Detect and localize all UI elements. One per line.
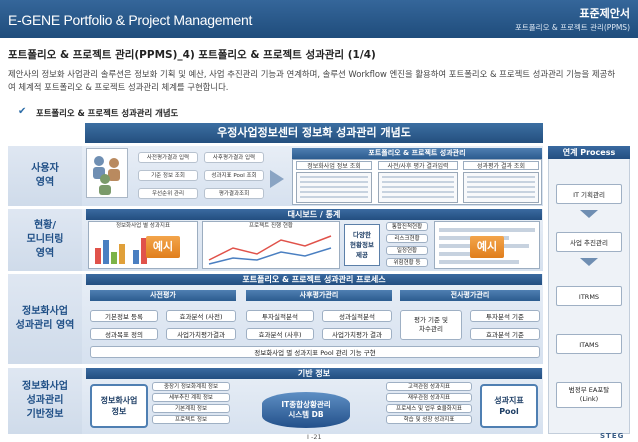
linked-itams: ITAMS [556,334,622,354]
status-list-item: 일정현황 [386,246,428,255]
kpi-pool-box: 성과지표 Pool [480,384,538,428]
process-item: 사업가치평가결과 [166,328,236,340]
row-label-user: 사용자 영역 [8,146,82,206]
base-list-item: 프로젝트 정보 [152,415,230,424]
bar-chart-thumbnail [95,238,147,264]
base-list-item: 기본계획 정보 [152,404,230,413]
screen-thumb-2 [378,172,458,203]
doc-subtitle: 포트폴리오 & 프로젝트 관리(PPMS) [514,23,630,32]
base-list-item: 프로세스 및 업무 효율화지표 [386,404,472,413]
example-badge-1: 예시 [146,236,180,258]
portal-title: 포트폴리오 & 프로젝트 성과관리 [292,148,542,159]
process-item: 투자실적분석 [246,310,314,322]
process-item: 효과분석 (사후) [246,328,314,340]
dashboard-title: 대시보드 / 통계 [86,209,542,220]
base-info-title: 기반 정보 [86,368,542,379]
btn-kpi-pool-query[interactable]: 성과지표 Pool 조회 [204,170,264,181]
people-icon [93,156,120,195]
status-list-item: 위험현황 등 [386,258,428,267]
base-list-item: 중장기 정보화계획 정보 [152,382,230,391]
screen-thumb-1 [296,172,372,203]
phase-pre-eval: 사전평가 [90,290,236,301]
progress-panel: 프로젝트 진행 현황 [202,221,340,269]
kpi-panel-label: 정보화사업 별 성과지표 [115,223,171,229]
btn-post-eval-input[interactable]: 사후평가결과 입력 [204,152,264,163]
header-title: E-GENE Portfolio & Project Management [8,12,253,28]
base-list-item: 고객관점 성과지표 [386,382,472,391]
header-bar [0,0,638,38]
process-item: 투자분석 기준 [470,310,540,322]
screen-thumb-3 [463,172,539,203]
process-item: 효과분석 (사전) [166,310,236,322]
linked-it-planning: IT 기획관리 [556,184,622,204]
company-logo: STEG [600,432,625,440]
kpi-pool-function: 정보화사업 별 성과지표 Pool 관리 기능 구현 [90,346,540,358]
process-item: 성과목표 정의 [90,328,158,340]
status-list-item: 리스크현황 [386,234,428,243]
process-item: 효과분석 기준 [470,328,540,340]
base-list-item: 재무관점 성과지표 [386,393,472,402]
line-chart-thumbnail [208,235,332,265]
btn-pre-eval-input[interactable]: 사전평가결과 입력 [138,152,198,163]
project-info-box: 정보화사업 정보 [90,384,148,428]
kpi-panel: 정보화사업 별 성과지표 [88,221,198,269]
description: 제안사의 정보화 사업관리 솔루션은 정보화 기획 및 예산, 사업 추진관리 … [8,69,616,92]
doc-type: 표준제안서 [579,7,630,20]
process-title: 포트폴리오 & 프로젝트 성과관리 프로세스 [86,274,542,285]
row-label-status: 현황/ 모니터링 영역 [8,209,82,271]
status-list-item: 통합진척현황 [386,222,428,231]
progress-panel-label: 프로젝트 진행 현황 [249,223,293,229]
process-item: 사업가치평가 결과 [322,328,392,340]
linked-process-title: 연계 Process [548,146,630,159]
base-list-item: 세부추진 계획 정보 [152,393,230,402]
process-item: 성과실적분석 [322,310,392,322]
status-info-box: 다양한 현황정보 제공 [344,224,380,266]
tab-project-info[interactable]: 정보화사업 정보 조회 [296,161,372,170]
example-badge-2: 예시 [470,236,504,258]
btn-eval-result-query[interactable]: 평가결과조회 [204,188,264,199]
arrow-down-icon [580,258,598,266]
diagram-title: 우정사업정보센터 정보화 성과관리 개념도 [85,123,543,143]
eval-criteria-box: 평가 기준 및 차수관리 [400,310,462,340]
arrow-right-icon [270,170,284,188]
btn-base-info-query[interactable]: 기준 정보 조회 [138,170,198,181]
linked-itrms: ITRMS [556,286,622,306]
users-illustration [86,148,128,198]
arrow-down-icon [580,210,598,218]
tab-eval-input[interactable]: 사전/사후 평가 결과입력 [378,161,458,170]
process-item: 기본정보 등록 [90,310,158,322]
btn-priority-mgmt[interactable]: 우선순위 관리 [138,188,198,199]
phase-post-eval: 사후평가관리 [246,290,392,301]
page-number: I -21 [307,433,322,441]
linked-project-mgmt: 사업 추진관리 [556,232,622,252]
database-cylinder: IT종합상황관리 시스템 DB [262,392,350,428]
row-label-biz: 정보화사업 성과관리 영역 [8,274,82,364]
page-title: 포트폴리오 & 프로젝트 관리(PPMS)_4) 포트폴리오 & 프로젝트 성과… [8,49,376,61]
subsection-title: 포트폴리오 & 프로젝트 성과관리 개념도 [36,108,179,118]
linked-ea-portal[interactable]: 범정부 EA포탈 (Link) [556,382,622,408]
check-icon: ✔ [18,106,27,117]
tab-eval-result[interactable]: 성과평가 결과 조회 [463,161,539,170]
row-label-base: 정보화사업 성과관리 기반정보 [8,368,82,434]
base-list-item: 학습 및 성장 성과지표 [386,415,472,424]
phase-enterprise-eval: 전사평가관리 [400,290,540,301]
